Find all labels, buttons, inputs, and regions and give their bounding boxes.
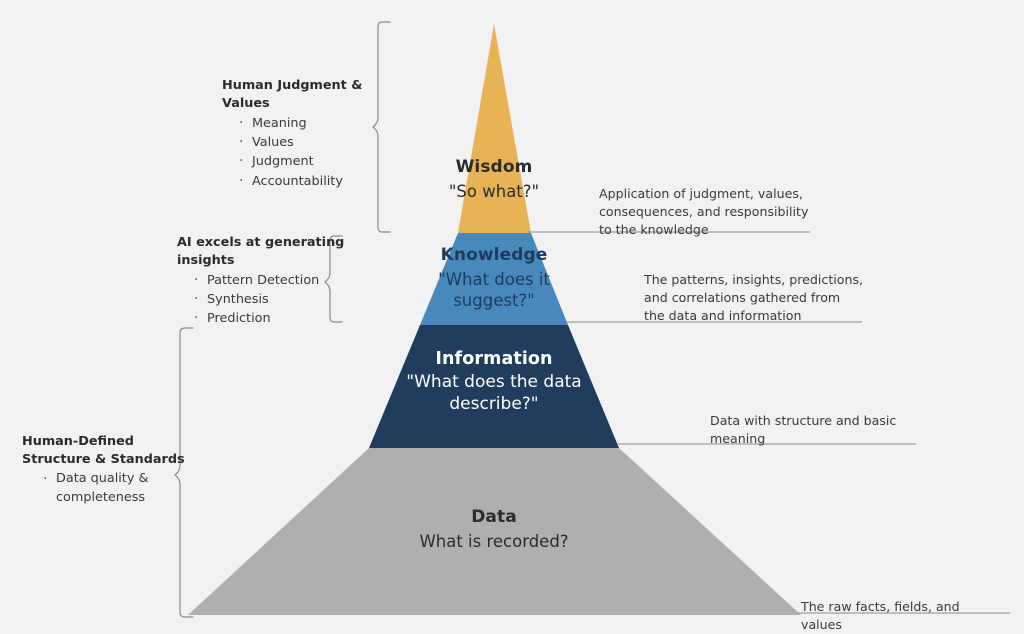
- annotation-right-information: Data with structure and basic meaning: [710, 413, 897, 447]
- list-item: Judgment: [238, 151, 402, 172]
- pyramid-layer-knowledge: [420, 233, 568, 325]
- list-item: Meaning: [238, 113, 402, 134]
- annotation-left-knowledge-heading: AI excels at generating insights: [177, 235, 345, 269]
- annotation-left-wisdom: Human Judgment & Values Meaning Values J…: [222, 77, 402, 191]
- annotation-left-data-list: Data quality & completeness: [22, 469, 187, 507]
- list-item: Prediction: [193, 308, 352, 329]
- annotation-left-knowledge-list: Pattern Detection Synthesis Prediction: [177, 270, 352, 329]
- annotation-left-wisdom-list: Meaning Values Judgment Accountability: [222, 113, 402, 191]
- annotation-right-data: The raw facts, fields, and values: [801, 599, 960, 633]
- list-item: Synthesis: [193, 289, 352, 310]
- annotation-left-data-heading: Human-Defined Structure & Standards: [22, 434, 185, 468]
- pyramid-layer-information: [369, 325, 619, 448]
- annotation-left-wisdom-heading: Human Judgment & Values: [222, 78, 363, 112]
- list-item: Pattern Detection: [193, 270, 352, 291]
- annotation-right-wisdom: Application of judgment, values, consequ…: [599, 186, 809, 238]
- annotation-left-knowledge: AI excels at generating insights Pattern…: [177, 234, 352, 329]
- pyramid-layer-wisdom: [458, 24, 531, 233]
- annotation-right-knowledge: The patterns, insights, predictions, and…: [644, 272, 864, 324]
- pyramid-layer-data: [188, 448, 801, 615]
- list-item: Accountability: [238, 170, 402, 191]
- list-item: Values: [238, 132, 402, 153]
- list-item: Data quality & completeness: [42, 469, 187, 507]
- annotation-left-data: Human-Defined Structure & Standards Data…: [22, 433, 187, 507]
